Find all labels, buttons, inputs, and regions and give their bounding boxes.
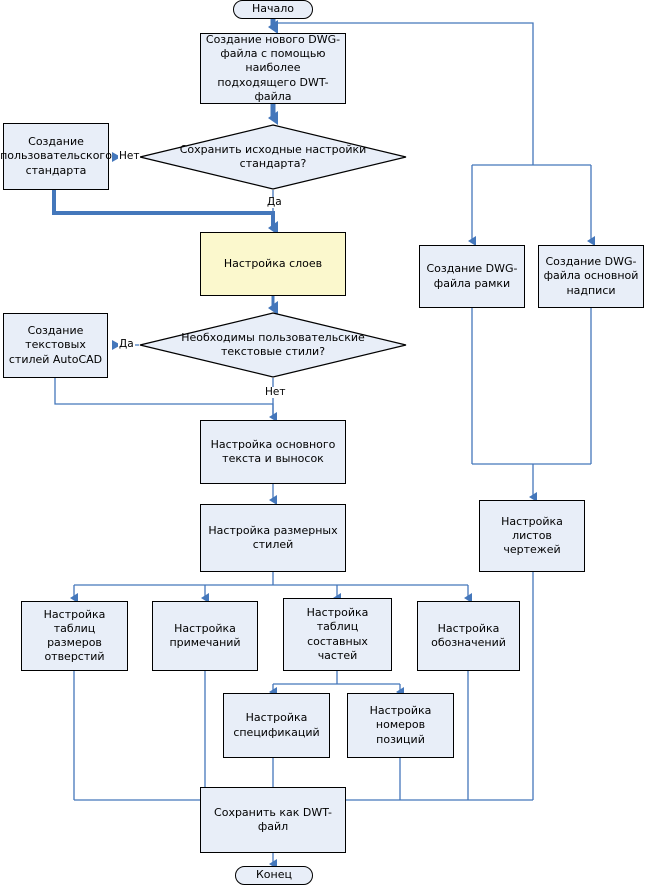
node-sheets-label: Настройка листов чертежей: [501, 514, 563, 557]
node-create-dwg[interactable]: Создание нового DWG-файла с помощью наиб…: [200, 33, 346, 104]
node-frame-dwg[interactable]: Создание DWG-файла рамки: [419, 245, 525, 308]
node-title-block-dwg-label: Создание DWG-файла основной надписи: [543, 255, 639, 297]
node-hole-tables[interactable]: Настройка таблиц размеров отверстий: [21, 601, 128, 671]
node-title-block-dwg[interactable]: Создание DWG-файла основной надписи: [538, 245, 644, 308]
node-create-dwg-label: Создание нового DWG-файла с помощью наиб…: [205, 33, 341, 103]
node-layers[interactable]: Настройка слоев: [200, 232, 346, 296]
node-acad-text-styles-label: Создание текстовых стилей AutoCAD: [8, 324, 103, 366]
node-start[interactable]: Начало: [233, 0, 313, 19]
node-need-text-styles[interactable]: Необходимы пользовательские текстовые ст…: [139, 312, 407, 378]
node-keep-standard-label: Сохранить исходные настройки стандарта?: [179, 142, 367, 170]
node-symbols-label: Настройка обозначений: [431, 621, 506, 649]
edge-label-text-styles-no: Нет: [264, 386, 287, 398]
node-dim-styles[interactable]: Настройка размерных стилей: [200, 504, 346, 572]
node-layers-label: Настройка слоев: [223, 256, 323, 270]
node-user-standard-label: Создание пользовательского стандарта: [0, 135, 112, 177]
node-user-standard[interactable]: Создание пользовательского стандарта: [0, 123, 112, 190]
node-save-dwt-label: Сохранить как DWT-файл: [214, 805, 332, 833]
node-main-text-label: Настройка основного текста и выносок: [210, 437, 336, 465]
node-specs[interactable]: Настройка спецификаций: [223, 693, 330, 758]
node-frame-dwg-label: Создание DWG-файла рамки: [426, 262, 518, 290]
node-symbols[interactable]: Настройка обозначений: [417, 601, 520, 671]
node-parts-tables[interactable]: Настройка таблиц составных частей: [283, 598, 392, 671]
node-notes-label: Настройка примечаний: [169, 621, 241, 649]
node-end[interactable]: Конец: [235, 866, 313, 885]
node-need-text-styles-label: Необходимы пользовательские текстовые ст…: [181, 330, 365, 358]
diamond-shape: [139, 312, 407, 378]
node-dim-styles-label: Настройка размерных стилей: [208, 523, 338, 551]
diamond-shape: [139, 124, 407, 190]
node-save-dwt[interactable]: Сохранить как DWT-файл: [200, 787, 346, 853]
edge-label-keep-std-no: Нет: [118, 150, 141, 162]
node-hole-tables-label: Настройка таблиц размеров отверстий: [43, 607, 106, 664]
node-start-label: Начало: [251, 2, 294, 16]
node-balloons-label: Настройка номеров позиций: [369, 704, 432, 746]
node-main-text[interactable]: Настройка основного текста и выносок: [200, 420, 346, 484]
node-keep-standard[interactable]: Сохранить исходные настройки стандарта?: [139, 124, 407, 190]
edge-label-keep-std-yes: Да: [266, 196, 283, 208]
node-end-label: Конец: [256, 868, 292, 882]
edge-label-text-styles-yes: Да: [118, 338, 135, 350]
node-sheets[interactable]: Настройка листов чертежей: [479, 500, 585, 572]
node-parts-tables-label: Настройка таблиц составных частей: [306, 606, 369, 662]
node-acad-text-styles[interactable]: Создание текстовых стилей AutoCAD: [3, 313, 108, 378]
node-balloons[interactable]: Настройка номеров позиций: [347, 693, 454, 758]
node-specs-label: Настройка спецификаций: [233, 711, 320, 739]
node-notes[interactable]: Настройка примечаний: [152, 601, 258, 671]
